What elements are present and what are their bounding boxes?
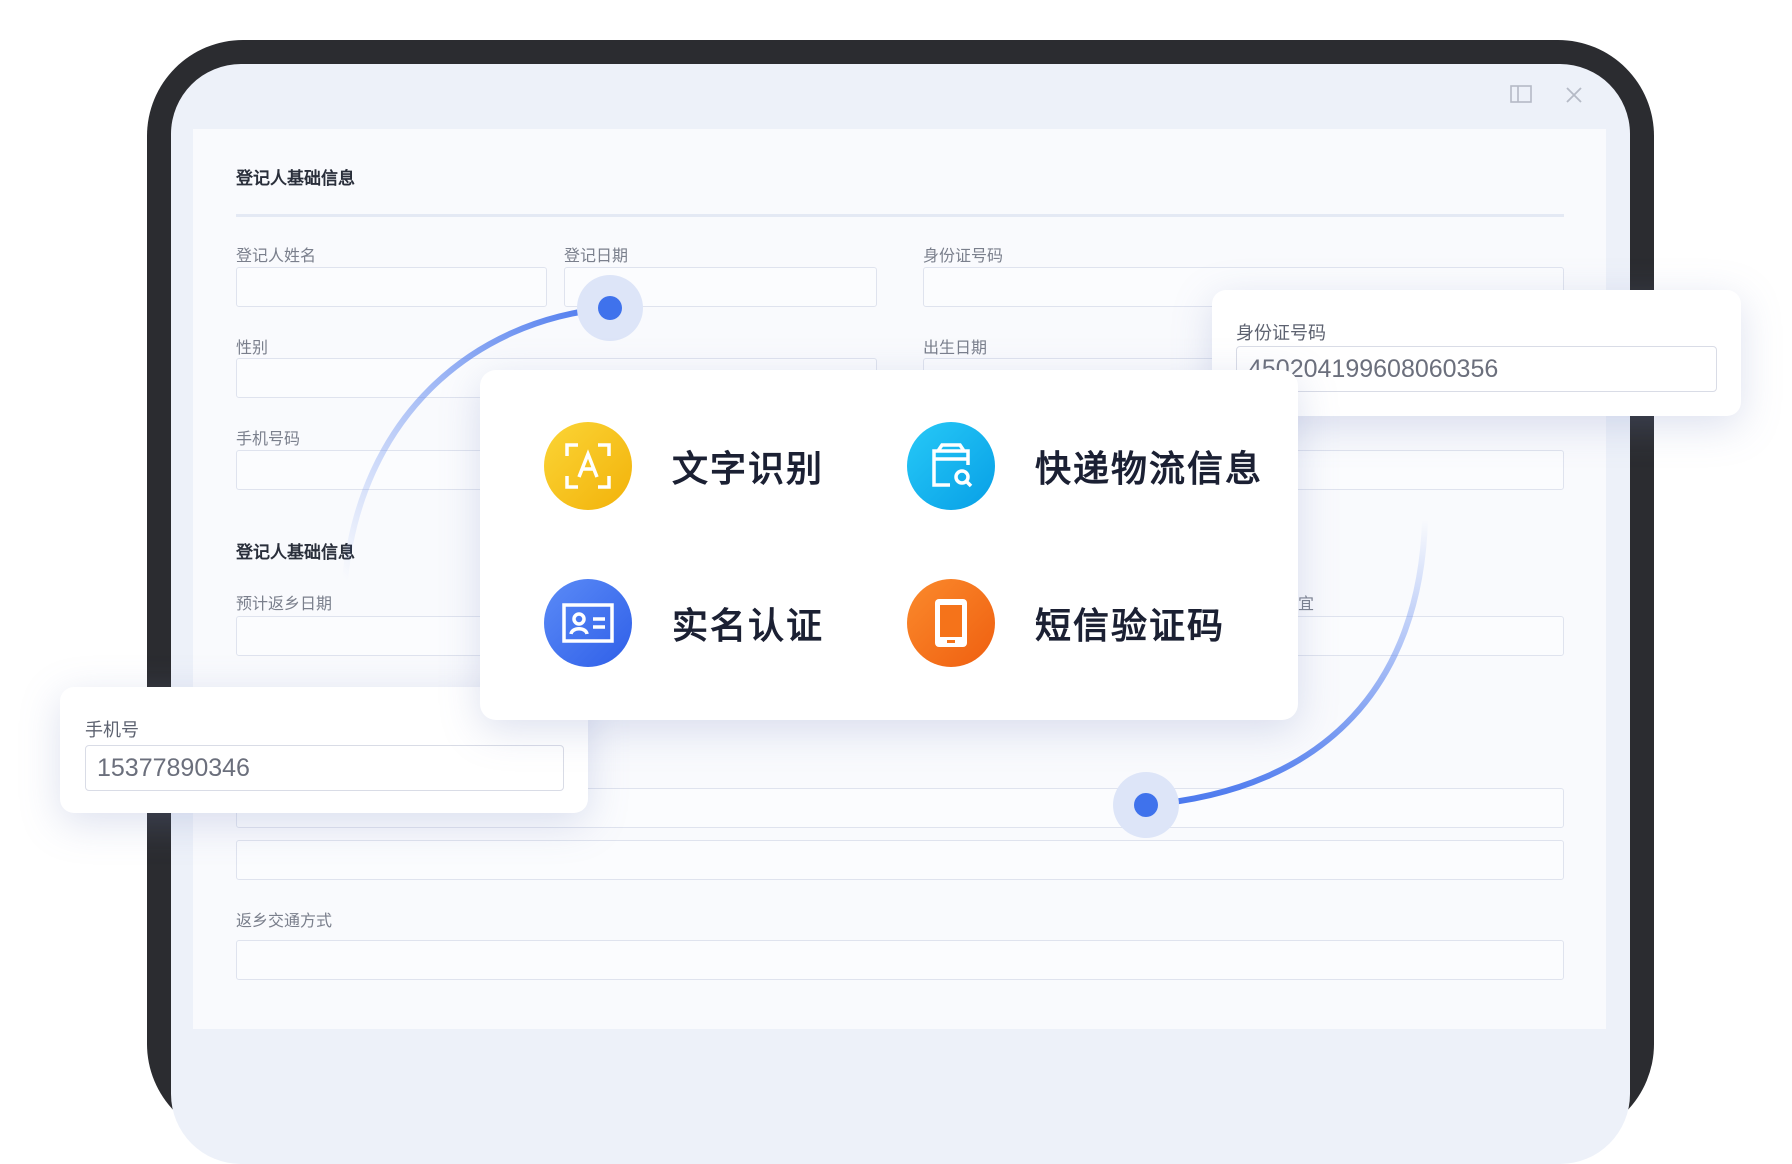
- id-label: 身份证号码: [923, 246, 1004, 265]
- id-card-icon: [544, 579, 632, 667]
- birth-label: 出生日期: [923, 338, 988, 357]
- return-date-label: 预计返乡日期: [236, 594, 333, 613]
- feature-sms-code[interactable]: 短信验证码: [907, 579, 1225, 667]
- phone-card-input[interactable]: 15377890346: [85, 745, 564, 791]
- text-input-2[interactable]: [236, 840, 1564, 880]
- text-recognition-icon: [544, 422, 632, 510]
- name-label: 登记人姓名: [236, 246, 317, 265]
- partial-label: 宜: [1298, 594, 1315, 613]
- feature-text-recognition[interactable]: 文字识别: [544, 422, 824, 510]
- features-popup: 文字识别 快递物流信息 实名认证 短信验证码: [480, 370, 1298, 720]
- id-card-label: 身份证号码: [1236, 323, 1326, 344]
- transport-label: 返乡交通方式: [236, 911, 333, 930]
- connector-lines: [342, 275, 1428, 838]
- feature-label: 快递物流信息: [1035, 449, 1264, 490]
- feature-logistics[interactable]: 快递物流信息: [907, 422, 1263, 510]
- logistics-search-icon: [907, 422, 995, 510]
- mobile-phone-icon: [907, 579, 995, 667]
- feature-realname[interactable]: 实名认证: [544, 579, 824, 667]
- feature-label: 短信验证码: [1035, 606, 1226, 647]
- connector-curve-2: [1145, 519, 1428, 808]
- date-label: 登记日期: [564, 246, 629, 265]
- close-icon[interactable]: [1565, 86, 1583, 108]
- feature-label: 文字识别: [672, 449, 825, 490]
- sidebar-toggle-icon[interactable]: [1510, 84, 1532, 109]
- divider: [236, 214, 1564, 217]
- phone-card-label: 手机号: [85, 720, 139, 741]
- name-input[interactable]: [236, 267, 547, 307]
- phone-label: 手机号码: [236, 429, 301, 448]
- id-card-input[interactable]: 450204199608060356: [1236, 346, 1717, 392]
- connector-curve-1: [342, 305, 611, 581]
- gender-label: 性别: [236, 338, 269, 357]
- connector-dot-1: [598, 296, 622, 320]
- section-title-2: 登记人基础信息: [236, 543, 355, 563]
- section-title: 登记人基础信息: [236, 169, 355, 189]
- connector-dot-2: [1134, 793, 1158, 817]
- feature-label: 实名认证: [672, 606, 825, 647]
- transport-input[interactable]: [236, 940, 1564, 980]
